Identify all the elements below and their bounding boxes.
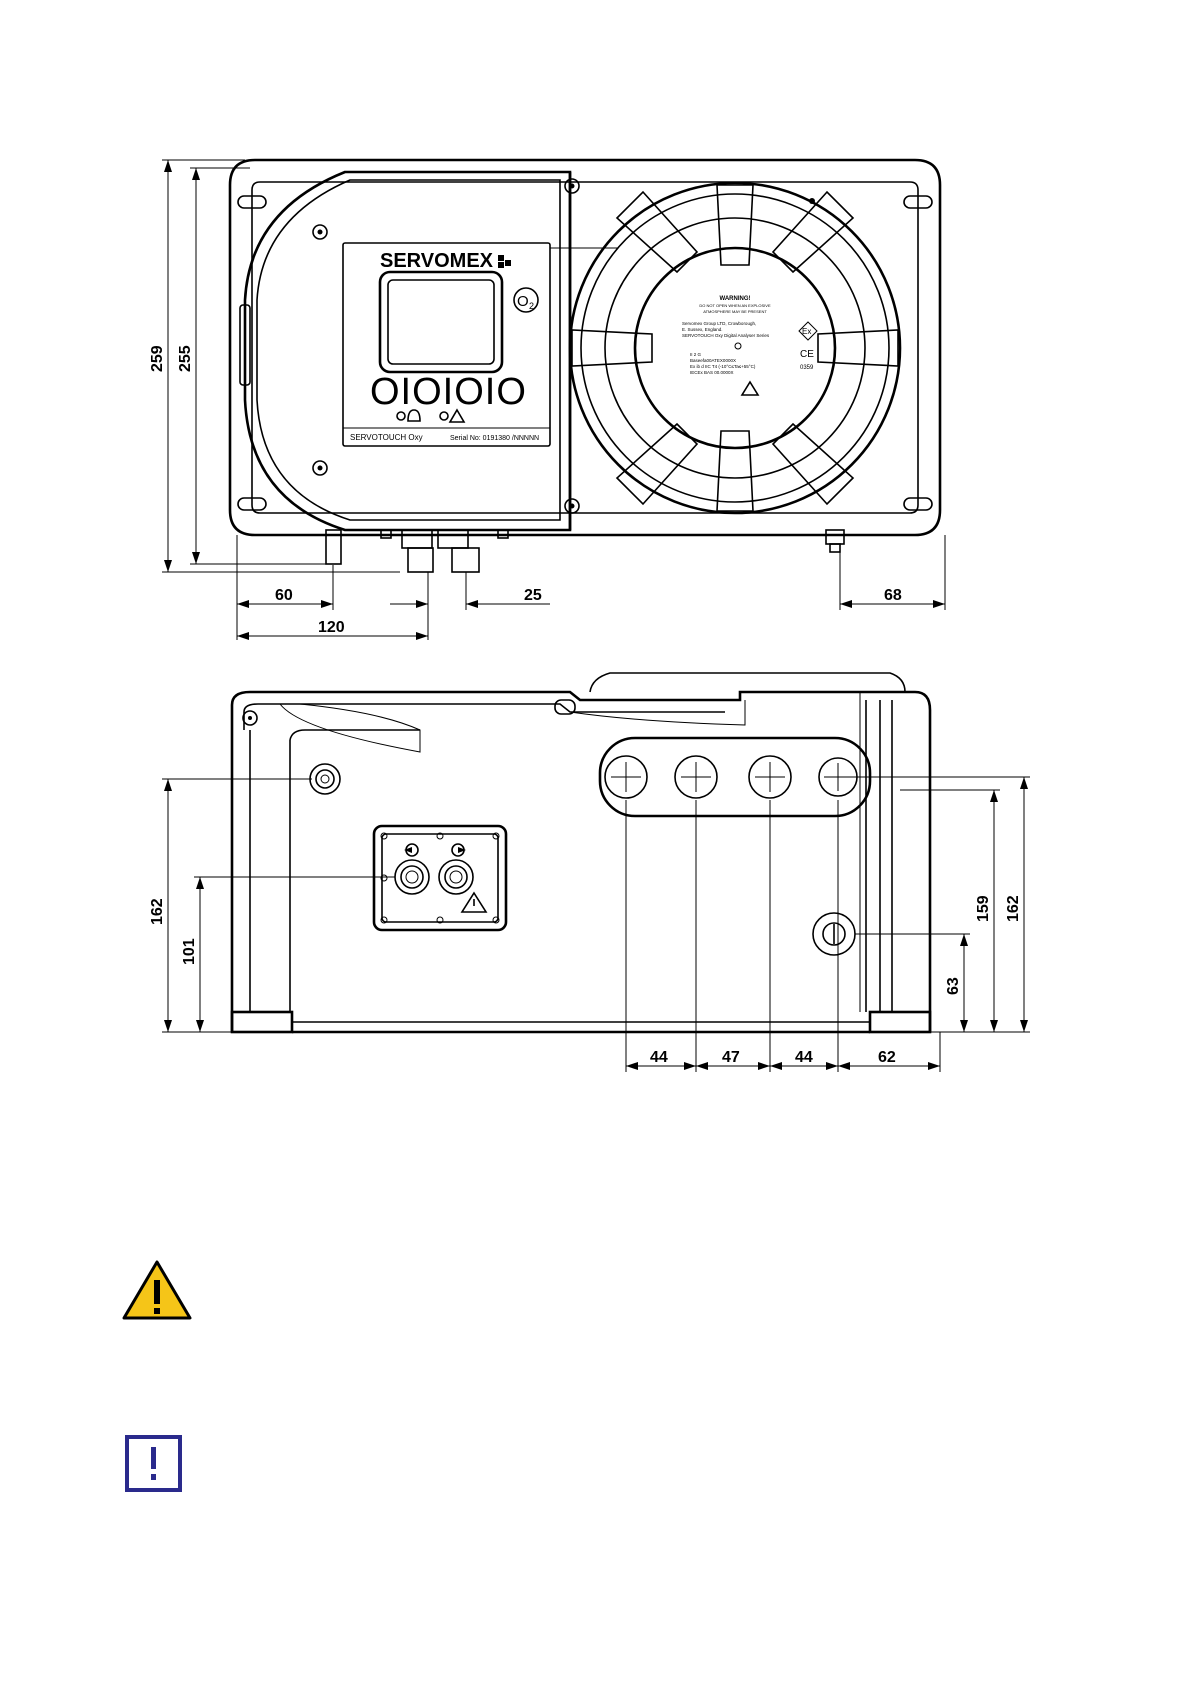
dim-left-span: 120 [318,619,345,636]
status-icons [396,408,466,423]
svg-text:ATMOSPHERE MAY BE PRESENT: ATMOSPHERE MAY BE PRESENT [703,309,767,314]
svg-text:SERVOTOUCH Oxy Digital Analyse: SERVOTOUCH Oxy Digital Analyser Series [682,333,770,338]
front-view: SERVOMEX O 2 OIOIOIO SERVOTOUCH Oxy Seri… [149,158,946,640]
serial-label: Serial No: 0191380 /NNNNN [450,435,539,442]
bottom-fittings [325,529,845,573]
dim-right-offset-side: 62 [878,1049,896,1066]
dim-pitch-1: 44 [650,1049,668,1066]
dim-right-height-outer: 162 [1005,895,1022,922]
warning-small-icon [448,408,466,423]
cover-outer-ring [568,181,902,515]
model-label: SERVOTOUCH Oxy [350,433,423,442]
brand-label: SERVOMEX [380,250,494,272]
brand-logo-icon [498,255,511,268]
dim-right-height-inner: 63 [945,977,962,995]
dim-height-inner: 255 [177,345,194,372]
alarm-led-icon [396,411,406,421]
svg-text:WARNING!: WARNING! [720,296,751,302]
gas-inlet-port [394,859,430,895]
information-notice-icon [125,1435,182,1492]
dim-left-height-outer: 162 [149,898,166,925]
fault-led-icon [439,411,449,421]
svg-text:0359: 0359 [800,365,814,371]
o2-label: O [517,293,529,310]
svg-text:Ex ib d IIC T4 (-10°C≤Ta≤+55°C: Ex ib d IIC T4 (-10°C≤Ta≤+55°C) [690,364,756,369]
door-screws [312,178,580,514]
svg-text:Baseefa00ATEX0000X: Baseefa00ATEX0000X [690,358,736,363]
label-warning-icon [740,380,760,396]
side-view: 162 101 44 47 44 62 63 159 162 [149,672,1030,1072]
dim-left-height-inner: 101 [181,938,198,965]
svg-text:E. Sussex, England.: E. Sussex, England. [682,327,723,332]
plate-warning-icon [460,891,488,913]
dim-gland-pitch: 25 [524,587,542,604]
breather-fitting [309,763,341,795]
gas-connection-plate [372,824,508,932]
svg-text:DO NOT OPEN WHEN AN EXPLOSIVE: DO NOT OPEN WHEN AN EXPLOSIVE [699,303,771,308]
cover-label-plate [633,246,837,450]
svg-text:Ex: Ex [802,327,811,336]
led-row: OIOIOIO [370,371,527,413]
front-dimensions [162,159,946,640]
svg-text:CE: CE [800,349,814,360]
svg-text:IECEx BAS 00.0000X: IECEx BAS 00.0000X [690,370,734,375]
cover-ribs [571,184,899,512]
gas-outlet-port [438,859,474,895]
dim-pitch-2: 47 [722,1049,740,1066]
ex-mark-icon [798,321,818,341]
cover-label-text: WARNING! DO NOT OPEN WHEN AN EXPLOSIVE A… [682,296,818,396]
o2-subscript: 2 [529,301,534,311]
dim-right-height-mid: 159 [975,895,992,922]
svg-text:II 2 G: II 2 G [690,352,702,357]
dim-right-offset: 68 [884,587,902,604]
bell-icon [407,409,421,422]
warning-triangle-icon [122,1260,192,1320]
side-dimensions [162,776,1030,1072]
dim-height-outer: 259 [149,345,166,372]
dim-left-offset: 60 [275,587,293,604]
cable-entries [604,755,858,799]
dim-pitch-3: 44 [795,1049,813,1066]
svg-text:Servomex Group LTD, Crowboroug: Servomex Group LTD, Crowborough, [682,321,756,326]
o2-badge [513,287,539,313]
